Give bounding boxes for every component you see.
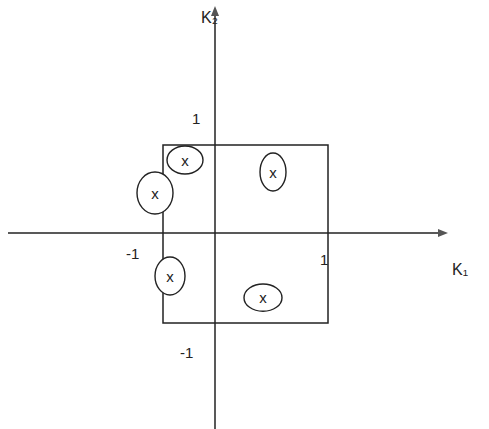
ellipse-shape [260, 153, 286, 191]
cross-mark: x [166, 269, 174, 284]
cross-mark: x [269, 165, 277, 180]
cluster-ellipse: x [136, 171, 174, 215]
axis-label: K₂ [201, 10, 218, 26]
cluster-ellipse: x [259, 152, 287, 192]
axis-label: K₁ [452, 262, 468, 278]
tick-label: 1 [320, 252, 328, 267]
k2-axis [214, 14, 216, 429]
ellipse-shape [137, 172, 173, 214]
ellipse-shape [155, 257, 185, 295]
axis-arrowhead [438, 229, 448, 237]
cross-mark: x [151, 186, 159, 201]
cross-mark: x [181, 153, 189, 168]
ellipse-shape [244, 284, 282, 311]
cluster-ellipse: x [154, 256, 186, 296]
ellipse-shape [167, 146, 203, 174]
unit-square [163, 145, 328, 323]
tick-label: 1 [192, 111, 200, 126]
cluster-ellipse: x [166, 145, 204, 175]
tick-label: -1 [126, 246, 139, 261]
cluster-ellipse: x [243, 283, 283, 312]
tick-label: -1 [180, 345, 193, 360]
cross-mark: x [259, 290, 267, 305]
k1-axis [8, 232, 440, 234]
